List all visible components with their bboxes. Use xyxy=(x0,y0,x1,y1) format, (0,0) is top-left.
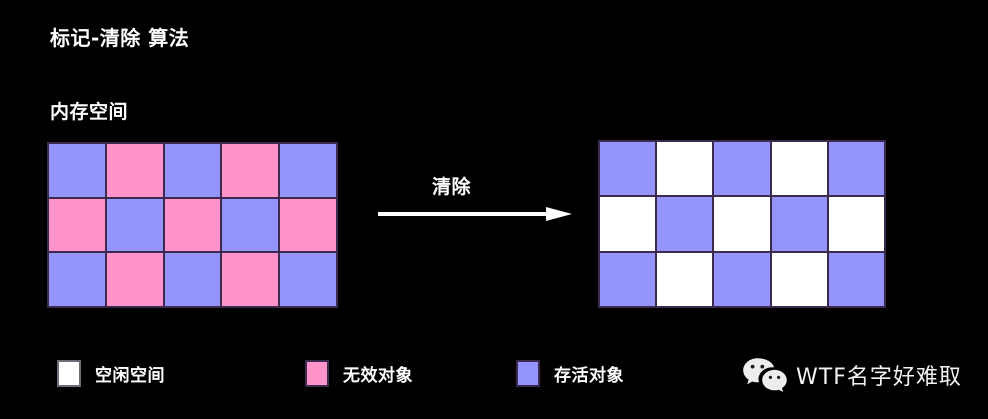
memory-before-cell-dead xyxy=(106,253,163,306)
wechat-icon xyxy=(743,358,787,392)
memory-after-cell-free xyxy=(714,197,770,251)
legend-item-live-object: 存活对象 xyxy=(516,360,624,387)
memory-before-cell-dead xyxy=(164,198,221,252)
watermark: WTF名字好难取 xyxy=(742,356,962,394)
memory-before-cell-live xyxy=(164,253,221,306)
legend: 空闲空间 无效对象 存活对象 xyxy=(0,360,700,400)
memory-before-cell-dead xyxy=(222,253,279,306)
memory-after-cell-live xyxy=(714,142,770,196)
memory-before-cell-live xyxy=(49,144,105,197)
memory-before-cell-live xyxy=(222,198,279,252)
memory-before-cell-live xyxy=(280,253,336,306)
memory-before-cell-dead xyxy=(49,198,105,252)
memory-after-cell-live xyxy=(771,197,827,251)
sweep-label: 清除 xyxy=(432,176,472,198)
legend-swatch-dead-object xyxy=(305,360,329,387)
memory-before-cell-dead xyxy=(106,144,163,197)
legend-item-free-space: 空闲空间 xyxy=(57,360,165,387)
memory-after-cell-free xyxy=(771,142,827,196)
memory-after-cell-free xyxy=(657,252,713,306)
memory-after-cell-free xyxy=(771,252,827,306)
memory-before-cell-dead xyxy=(222,144,279,197)
memory-before-cell-dead xyxy=(280,198,336,252)
memory-after-cell-live xyxy=(828,142,884,196)
memory-before-cell-live xyxy=(49,253,105,306)
watermark-text: WTF名字好难取 xyxy=(796,365,962,390)
memory-before-cell-live xyxy=(164,144,221,197)
legend-item-dead-object: 无效对象 xyxy=(305,360,413,387)
arrow-right-icon xyxy=(378,207,572,221)
memory-before-cell-live xyxy=(106,198,163,252)
memory-after-cell-live xyxy=(600,252,656,306)
memory-after-cell-live xyxy=(714,252,770,306)
legend-label-dead-object: 无效对象 xyxy=(343,366,413,386)
legend-label-free-space: 空闲空间 xyxy=(95,366,165,386)
memory-after-cell-free xyxy=(657,142,713,196)
legend-label-live-object: 存活对象 xyxy=(554,366,624,386)
memory-before-cell-live xyxy=(280,144,336,197)
sweep-transition: 清除 xyxy=(378,172,572,224)
memory-after-cell-live xyxy=(657,197,713,251)
legend-swatch-free-space xyxy=(57,360,81,387)
memory-after-cell-live xyxy=(600,142,656,196)
memory-grid-after xyxy=(598,140,886,308)
legend-swatch-live-object xyxy=(516,360,540,387)
memory-grid-before xyxy=(47,142,338,308)
memory-after-cell-live xyxy=(828,252,884,306)
memory-after-cell-free xyxy=(828,197,884,251)
memory-after-cell-free xyxy=(600,197,656,251)
memory-space-label: 内存空间 xyxy=(50,101,129,123)
page-title: 标记-清除 算法 xyxy=(50,26,190,50)
